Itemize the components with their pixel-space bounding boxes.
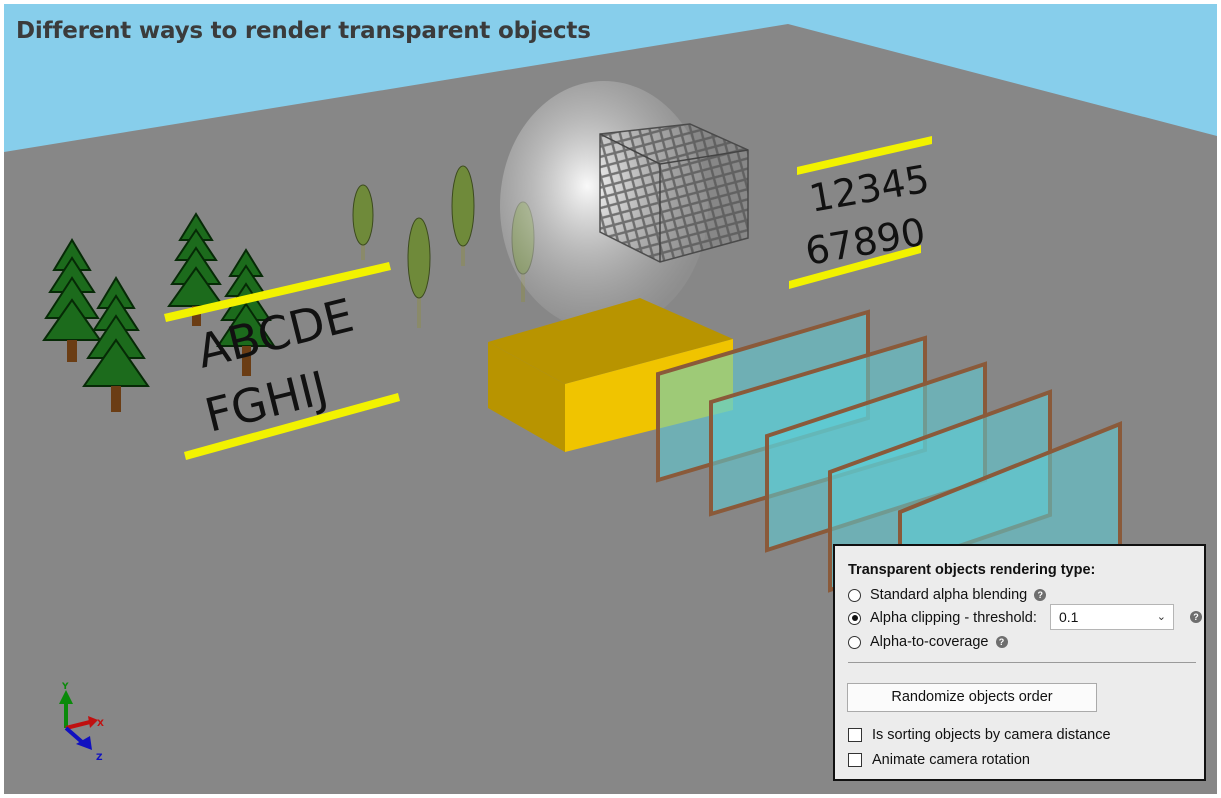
lattice-cube [599,123,749,263]
highlight-line [184,393,400,460]
randomize-objects-order-button[interactable]: Randomize objects order [847,683,1097,712]
radio-alpha-to-coverage[interactable]: Alpha-to-coverage ? [848,632,1008,652]
help-icon[interactable]: ? [995,636,1008,648]
radio-standard-alpha-blending[interactable]: Standard alpha blending ? [848,585,1047,605]
radio-label: Alpha clipping - threshold: [870,610,1037,626]
help-icon[interactable]: ? [1034,589,1047,601]
axis-label-x: X [97,719,104,729]
panel-divider [848,662,1196,663]
threshold-select[interactable]: 0.1 ⌄ [1050,604,1174,630]
highlight-line [164,262,391,322]
leafy-tree [451,165,475,266]
pine-tree [82,276,150,412]
checkbox-sort-by-camera-distance[interactable]: Is sorting objects by camera distance [848,725,1111,745]
panel-title: Transparent objects rendering type: [848,562,1096,578]
highlight-line [797,136,932,175]
checkbox-label: Is sorting objects by camera distance [872,727,1111,743]
radio-alpha-clipping[interactable]: Alpha clipping - threshold: [848,608,1037,628]
chevron-down-icon: ⌄ [1156,611,1166,623]
threshold-value: 0.1 [1059,609,1079,625]
checkbox[interactable] [848,753,862,767]
pine-tree [167,212,225,326]
rendering-settings-panel: Transparent objects rendering type: Stan… [833,544,1206,781]
leafy-tree [352,184,374,260]
radio-label: Standard alpha blending [870,587,1028,603]
radio-button[interactable] [848,635,861,649]
help-icon[interactable]: ? [1190,611,1202,623]
radio-label: Alpha-to-coverage [870,634,989,650]
pine-tree [216,248,276,376]
radio-button[interactable] [848,588,861,602]
leafy-tree [407,217,431,328]
highlight-line [789,245,921,289]
checkbox-label: Animate camera rotation [872,752,1030,768]
axis-label-z: Z [96,753,103,763]
axis-label-y: Y [61,682,69,692]
checkbox-animate-camera-rotation[interactable]: Animate camera rotation [848,750,1030,770]
page-title: Different ways to render transparent obj… [16,18,591,44]
pine-tree [42,238,102,362]
checkbox[interactable] [848,728,862,742]
axis-gizmo: Y X Z [59,682,104,763]
radio-button-selected[interactable] [848,611,861,625]
